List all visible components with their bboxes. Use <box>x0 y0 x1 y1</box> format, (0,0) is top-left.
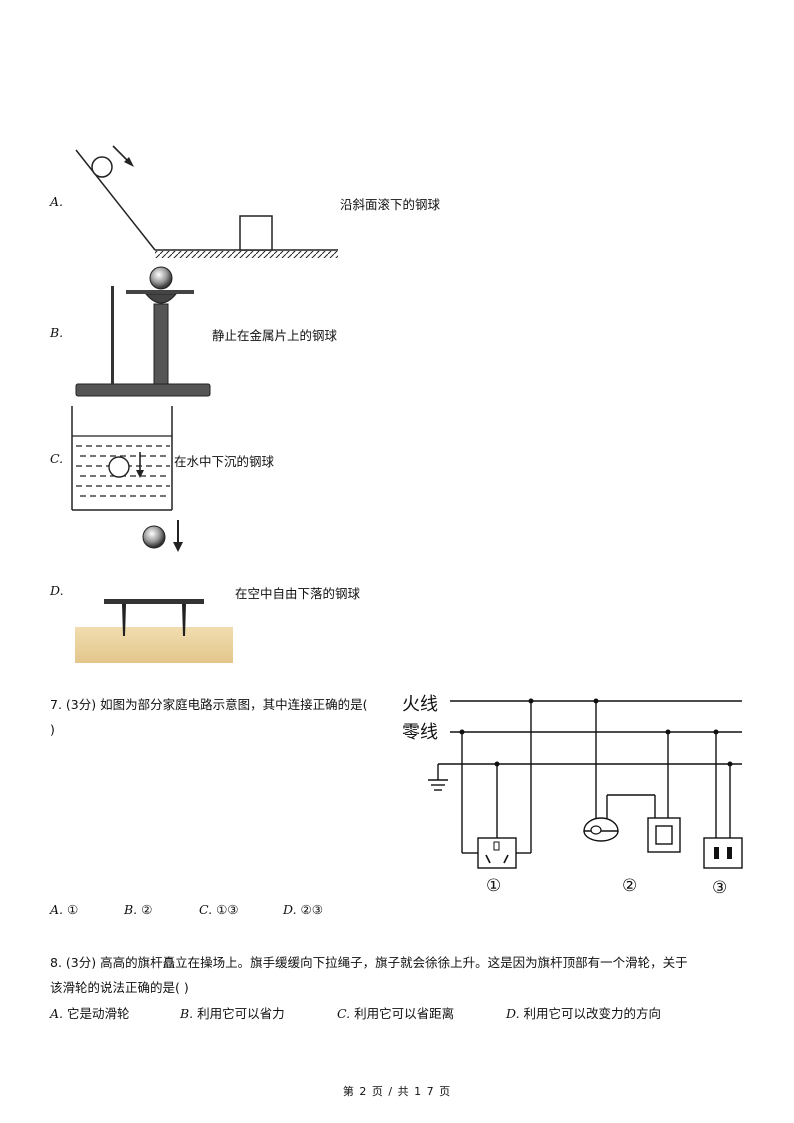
q7-choice-d[interactable]: D. ②③ <box>283 902 323 917</box>
switch-icon <box>647 817 681 853</box>
q8-choices: A. 它是动滑轮 B. 利用它可以省力 C. 利用它可以省距离 D. 利用它可以… <box>50 1003 750 1021</box>
live-wire-label: 火线 <box>402 694 438 715</box>
q7-stem-line1: 如图为部分家庭电路示意图，其中连接正确的是( <box>100 697 368 712</box>
water-tank-figure <box>71 406 173 511</box>
q8-number: 8. <box>50 955 62 970</box>
q7-score: (3分) <box>65 697 97 712</box>
q8-stem: 8. (3分) 高高的旗杆矗立在操场上。旗手缓缓向下拉绳子，旗子就会徐徐上升。这… <box>50 950 750 1000</box>
q8-choice-b[interactable]: B. 利用它可以省力 <box>180 1006 285 1021</box>
q6-option-b-caption: 静止在金属片上的钢球 <box>212 328 338 343</box>
page-footer: 第 2 页 / 共 1 7 页 <box>342 1085 452 1098</box>
q6-option-c-caption: 在水中下沉的钢球 <box>174 454 275 469</box>
q6-option-a-caption: 沿斜面滚下的钢球 <box>340 197 441 212</box>
two-hole-socket-icon <box>703 837 743 869</box>
circuit-mark-1: ① <box>486 876 501 896</box>
lamp-icon <box>583 817 619 842</box>
neutral-wire-label: 零线 <box>402 722 438 743</box>
q8-score: (3分) <box>65 955 97 970</box>
q7-stem-line2: ) <box>50 722 55 737</box>
q6-option-a-letter: A. <box>50 194 64 209</box>
q6-option-d-letter: D. <box>50 583 64 598</box>
q7-choice-b[interactable]: B. ② <box>124 902 153 917</box>
q6-option-d-caption: 在空中自由下落的钢球 <box>235 586 361 601</box>
circuit-mark-2: ② <box>622 876 637 896</box>
household-circuit-diagram: 火线 零线 <box>402 694 743 898</box>
q8-choice-c[interactable]: C. 利用它可以省距离 <box>337 1006 455 1021</box>
q7-stem: 7. (3分) 如图为部分家庭电路示意图，其中连接正确的是( ) <box>50 692 400 742</box>
circuit-mark-3: ③ <box>712 878 727 898</box>
falling-ball-figure <box>75 520 233 663</box>
q8-choice-d[interactable]: D. 利用它可以改变力的方向 <box>506 1006 662 1021</box>
stand-ball-figure <box>75 266 211 397</box>
incline-ball-figure <box>75 145 338 258</box>
q7-choices: A. ① B. ② C. ①③ D. ②③ <box>50 902 380 920</box>
q7-choice-c[interactable]: C. ①③ <box>199 902 239 917</box>
q8-stem-line1: 高高的旗杆矗立在操场上。旗手缓缓向下拉绳子，旗子就会徐徐上升。这是因为旗杆顶部有… <box>100 955 688 970</box>
q8-stem-line2: 该滑轮的说法正确的是( ) <box>50 980 189 995</box>
three-hole-socket-icon <box>477 837 517 869</box>
q7-choice-a[interactable]: A. ① <box>50 902 79 917</box>
q8-choice-a[interactable]: A. 它是动滑轮 <box>50 1006 130 1021</box>
q7-number: 7. <box>50 697 62 712</box>
q6-option-b-letter: B. <box>50 325 64 340</box>
q6-option-c-letter: C. <box>50 451 64 466</box>
